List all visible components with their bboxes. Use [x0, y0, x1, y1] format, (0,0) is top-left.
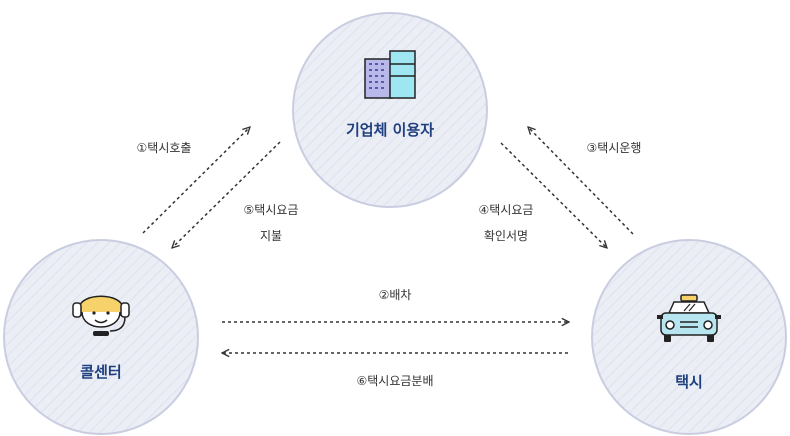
node-company-label: 기업체 이용자: [346, 121, 434, 139]
edge-label-fare-confirm-line2: 확인서명: [484, 229, 528, 243]
arrow-taxi-operation: [528, 127, 634, 235]
arrow-fare-payment: [172, 141, 281, 248]
edge-label-taxi-call: ①택시호출: [137, 141, 192, 155]
edge-label-fare-payment-line2: 지불: [260, 229, 282, 243]
arrow-fare-confirm: [500, 142, 607, 248]
edge-label-fare-distribution: ⑥택시요금분배: [357, 374, 434, 388]
node-taxi: 택시: [591, 239, 787, 435]
node-callcenter-circle: [3, 239, 199, 435]
building-icon: [364, 50, 416, 99]
edge-label-taxi-operation: ③택시운행: [587, 140, 642, 155]
headset-agent-icon: [72, 295, 130, 336]
edge-label-fare-payment-line1: ⑤택시요금: [244, 203, 299, 217]
edge-label-dispatch: ②배차: [379, 288, 412, 302]
node-company-circle: [292, 12, 488, 208]
arrow-taxi-call: [142, 127, 250, 234]
node-company: 기업체 이용자: [292, 12, 488, 208]
taxi-icon: [657, 294, 721, 342]
node-taxi-circle: [591, 239, 787, 435]
node-callcenter-label: 콜센터: [80, 363, 121, 381]
edge-label-fare-confirm-line1: ④택시요금: [479, 203, 534, 217]
node-callcenter: 콜센터: [3, 239, 199, 435]
node-taxi-label: 택시: [675, 373, 703, 391]
